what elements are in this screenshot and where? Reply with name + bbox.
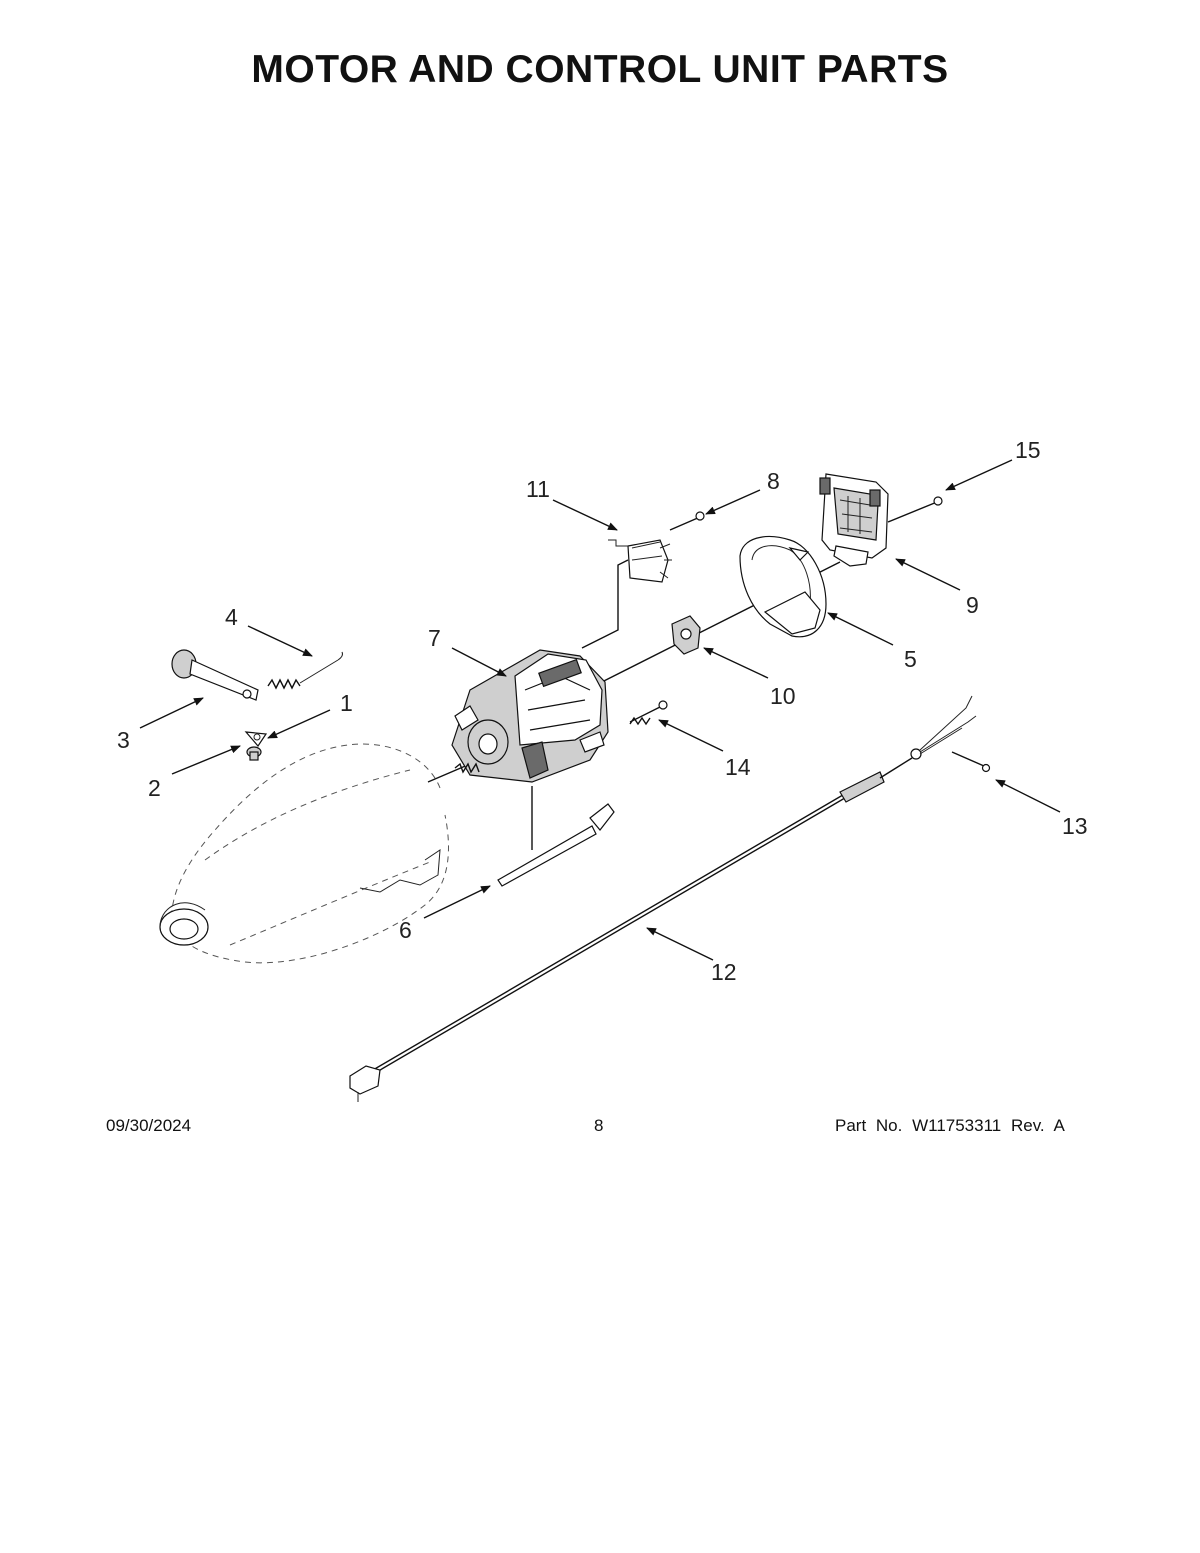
callout-14: 14 <box>725 754 751 780</box>
callout-13: 13 <box>1062 813 1088 839</box>
motor-shroud-ring <box>739 535 827 638</box>
leader-arrows <box>139 459 1061 961</box>
callout-7: 7 <box>428 625 441 651</box>
link-rod <box>497 803 615 887</box>
callout-9: 9 <box>966 592 979 618</box>
control-board <box>819 473 889 567</box>
control-bracket <box>608 539 672 583</box>
mixer-housing-outline <box>159 743 449 964</box>
callout-2: 2 <box>148 775 161 801</box>
ground-screw <box>951 751 991 773</box>
bracket-screw <box>669 511 705 531</box>
power-cord <box>349 695 977 1102</box>
callout-3: 3 <box>117 727 130 753</box>
screw <box>246 746 262 761</box>
washer <box>244 731 268 747</box>
callout-6: 6 <box>399 917 412 943</box>
speed-control-lever <box>171 649 259 701</box>
callout-5: 5 <box>904 646 917 672</box>
control-board-screw <box>887 496 943 523</box>
footer-date: 09/30/2024 <box>106 1116 192 1135</box>
callout-4: 4 <box>225 604 238 630</box>
long-screw <box>629 700 668 726</box>
motor <box>451 649 609 783</box>
bearing-clip <box>671 615 701 655</box>
footer-part-number: Part No. W11753311 Rev. A <box>835 1116 1065 1135</box>
callout-15: 15 <box>1015 437 1041 463</box>
centerline <box>427 763 471 783</box>
callout-1: 1 <box>340 690 353 716</box>
footer-page-number: 8 <box>594 1116 604 1135</box>
callout-8: 8 <box>767 468 780 494</box>
callout-12: 12 <box>711 959 737 985</box>
page-title: MOTOR AND CONTROL UNIT PARTS <box>251 48 949 91</box>
spring <box>267 651 343 690</box>
callout-11: 11 <box>526 476 550 502</box>
callout-labels: 1 2 3 4 5 6 7 8 9 10 11 12 13 14 15 <box>117 437 1088 985</box>
callout-10: 10 <box>770 683 796 709</box>
